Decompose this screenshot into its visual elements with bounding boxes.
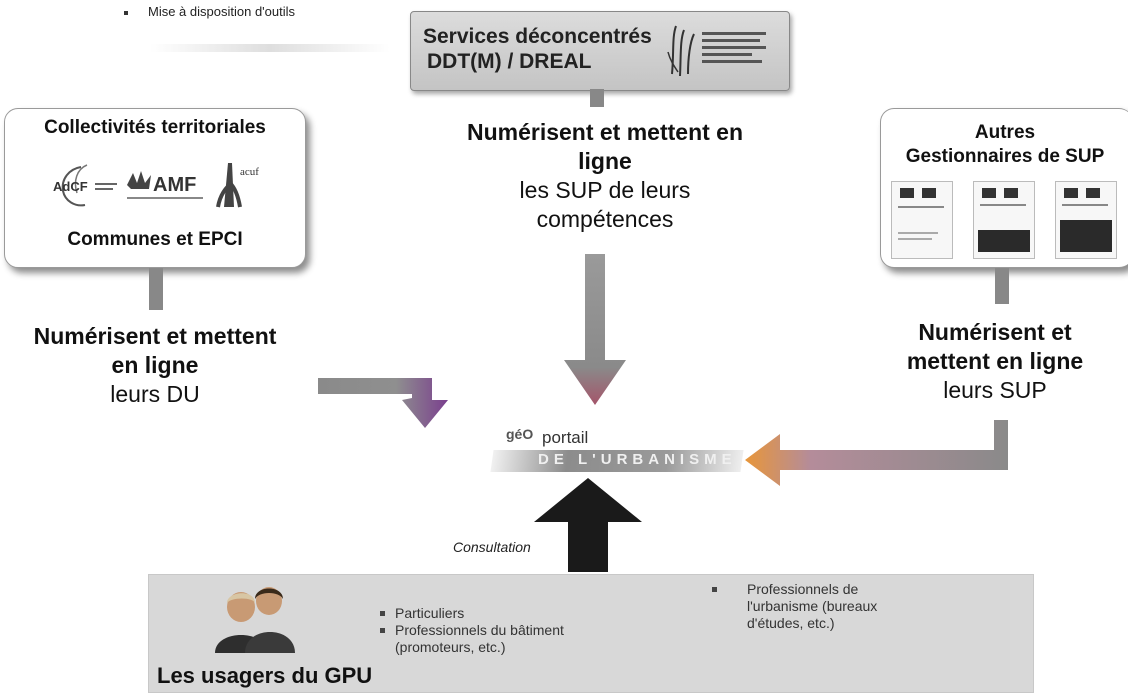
ministry-logo-icon: [667, 25, 766, 77]
usagers-list-1: Particuliers Professionnels du bâtiment …: [377, 605, 609, 656]
faint-text-line: [150, 44, 390, 52]
services-deconcentres-box: Services déconcentrés DDT(M) / DREAL: [410, 11, 790, 91]
autres-title-line2: Gestionnaires de SUP: [905, 146, 1105, 167]
left-caption-normal-1: leurs DU: [110, 381, 200, 407]
autres-title: Autres Gestionnaires de SUP: [881, 121, 1128, 169]
center-caption-bold-2: ligne: [578, 148, 632, 174]
adcf-logo-icon: AdCF: [53, 164, 117, 207]
center-caption-bold-1: Numérisent et mettent en: [466, 119, 744, 145]
right-caption-normal-1: leurs SUP: [943, 377, 1047, 403]
geoportail-sub: DE L'URBANISME: [538, 451, 737, 468]
acuf-text: acuf: [240, 166, 259, 178]
left-caption: Numérisent et mettent en ligne leurs DU: [0, 322, 310, 409]
amf-logo: AMF: [123, 167, 205, 207]
usagers-list-2: Professionnels de l'urbanisme (bureaux d…: [709, 581, 909, 632]
amf-logo-icon: AMF: [127, 171, 203, 199]
center-caption-normal-1: les SUP de leurs: [519, 177, 691, 203]
collectivites-connector: [149, 268, 163, 310]
usagers-title: Les usagers du GPU: [157, 663, 373, 688]
top-bullet: Mise à disposition d'outils: [124, 4, 295, 19]
doc-thumbnail-1: [891, 181, 953, 259]
doc-thumbnail-3: [1055, 181, 1117, 259]
amf-text: AMF: [153, 174, 196, 196]
acuf-logo: acuf: [210, 159, 270, 211]
services-connector: [590, 89, 604, 107]
autres-connector: [995, 268, 1009, 304]
autres-title-line1: Autres: [974, 122, 1036, 143]
right-caption-bold-1: Numérisent et: [918, 319, 1072, 345]
right-caption: Numérisent et mettent en ligne leurs SUP: [862, 318, 1128, 405]
center-caption-normal-2: compétences: [536, 206, 674, 232]
consultation-up-arrow: [534, 478, 642, 572]
services-title-line2: DDT(M) / DREAL: [427, 50, 592, 73]
list-item: Professionnels de l'urbanisme (bureaux d…: [709, 581, 909, 632]
users-icon: [215, 587, 295, 653]
center-down-arrow: [564, 254, 626, 405]
collectivites-box: Collectivités territoriales AdCF AMF acu…: [4, 108, 306, 268]
right-caption-bold-2: mettent en ligne: [906, 348, 1084, 374]
services-title-line1: Services déconcentrés: [423, 25, 652, 48]
doc-thumbnail-2: [973, 181, 1035, 259]
services-title: Services déconcentrés DDT(M) / DREAL: [423, 24, 652, 74]
acuf-logo-icon: acuf: [216, 163, 259, 208]
adcf-logo: AdCF: [51, 161, 121, 209]
list-item: Professionnels du bâtiment (promoteurs, …: [377, 622, 609, 656]
collectivites-title: Collectivités territoriales: [44, 117, 266, 138]
center-caption: Numérisent et mettent en ligne les SUP d…: [420, 118, 790, 234]
geoportail-prefix: géO: [506, 426, 533, 442]
consultation-label: Consultation: [453, 539, 531, 555]
left-caption-bold-1: Numérisent et mettent: [33, 323, 277, 349]
autres-gestionnaires-box: Autres Gestionnaires de SUP: [880, 108, 1128, 268]
left-caption-bold-2: en ligne: [111, 352, 199, 378]
list-item: Particuliers: [377, 605, 609, 622]
usagers-box: Les usagers du GPU Particuliers Professi…: [148, 574, 1034, 693]
geoportail-word: portail: [542, 428, 589, 447]
top-bullet-text: Mise à disposition d'outils: [148, 4, 295, 19]
adcf-text: AdCF: [53, 179, 88, 194]
collectivites-subtitle: Communes et EPCI: [67, 229, 243, 250]
left-bent-arrow: [318, 378, 448, 428]
right-bent-arrow: [745, 420, 1008, 486]
bullet-icon: [124, 10, 128, 15]
geoportail-prefix-text: géO: [506, 426, 534, 442]
geoportail-logo: DE L'URBANISME géO portail: [478, 424, 748, 486]
